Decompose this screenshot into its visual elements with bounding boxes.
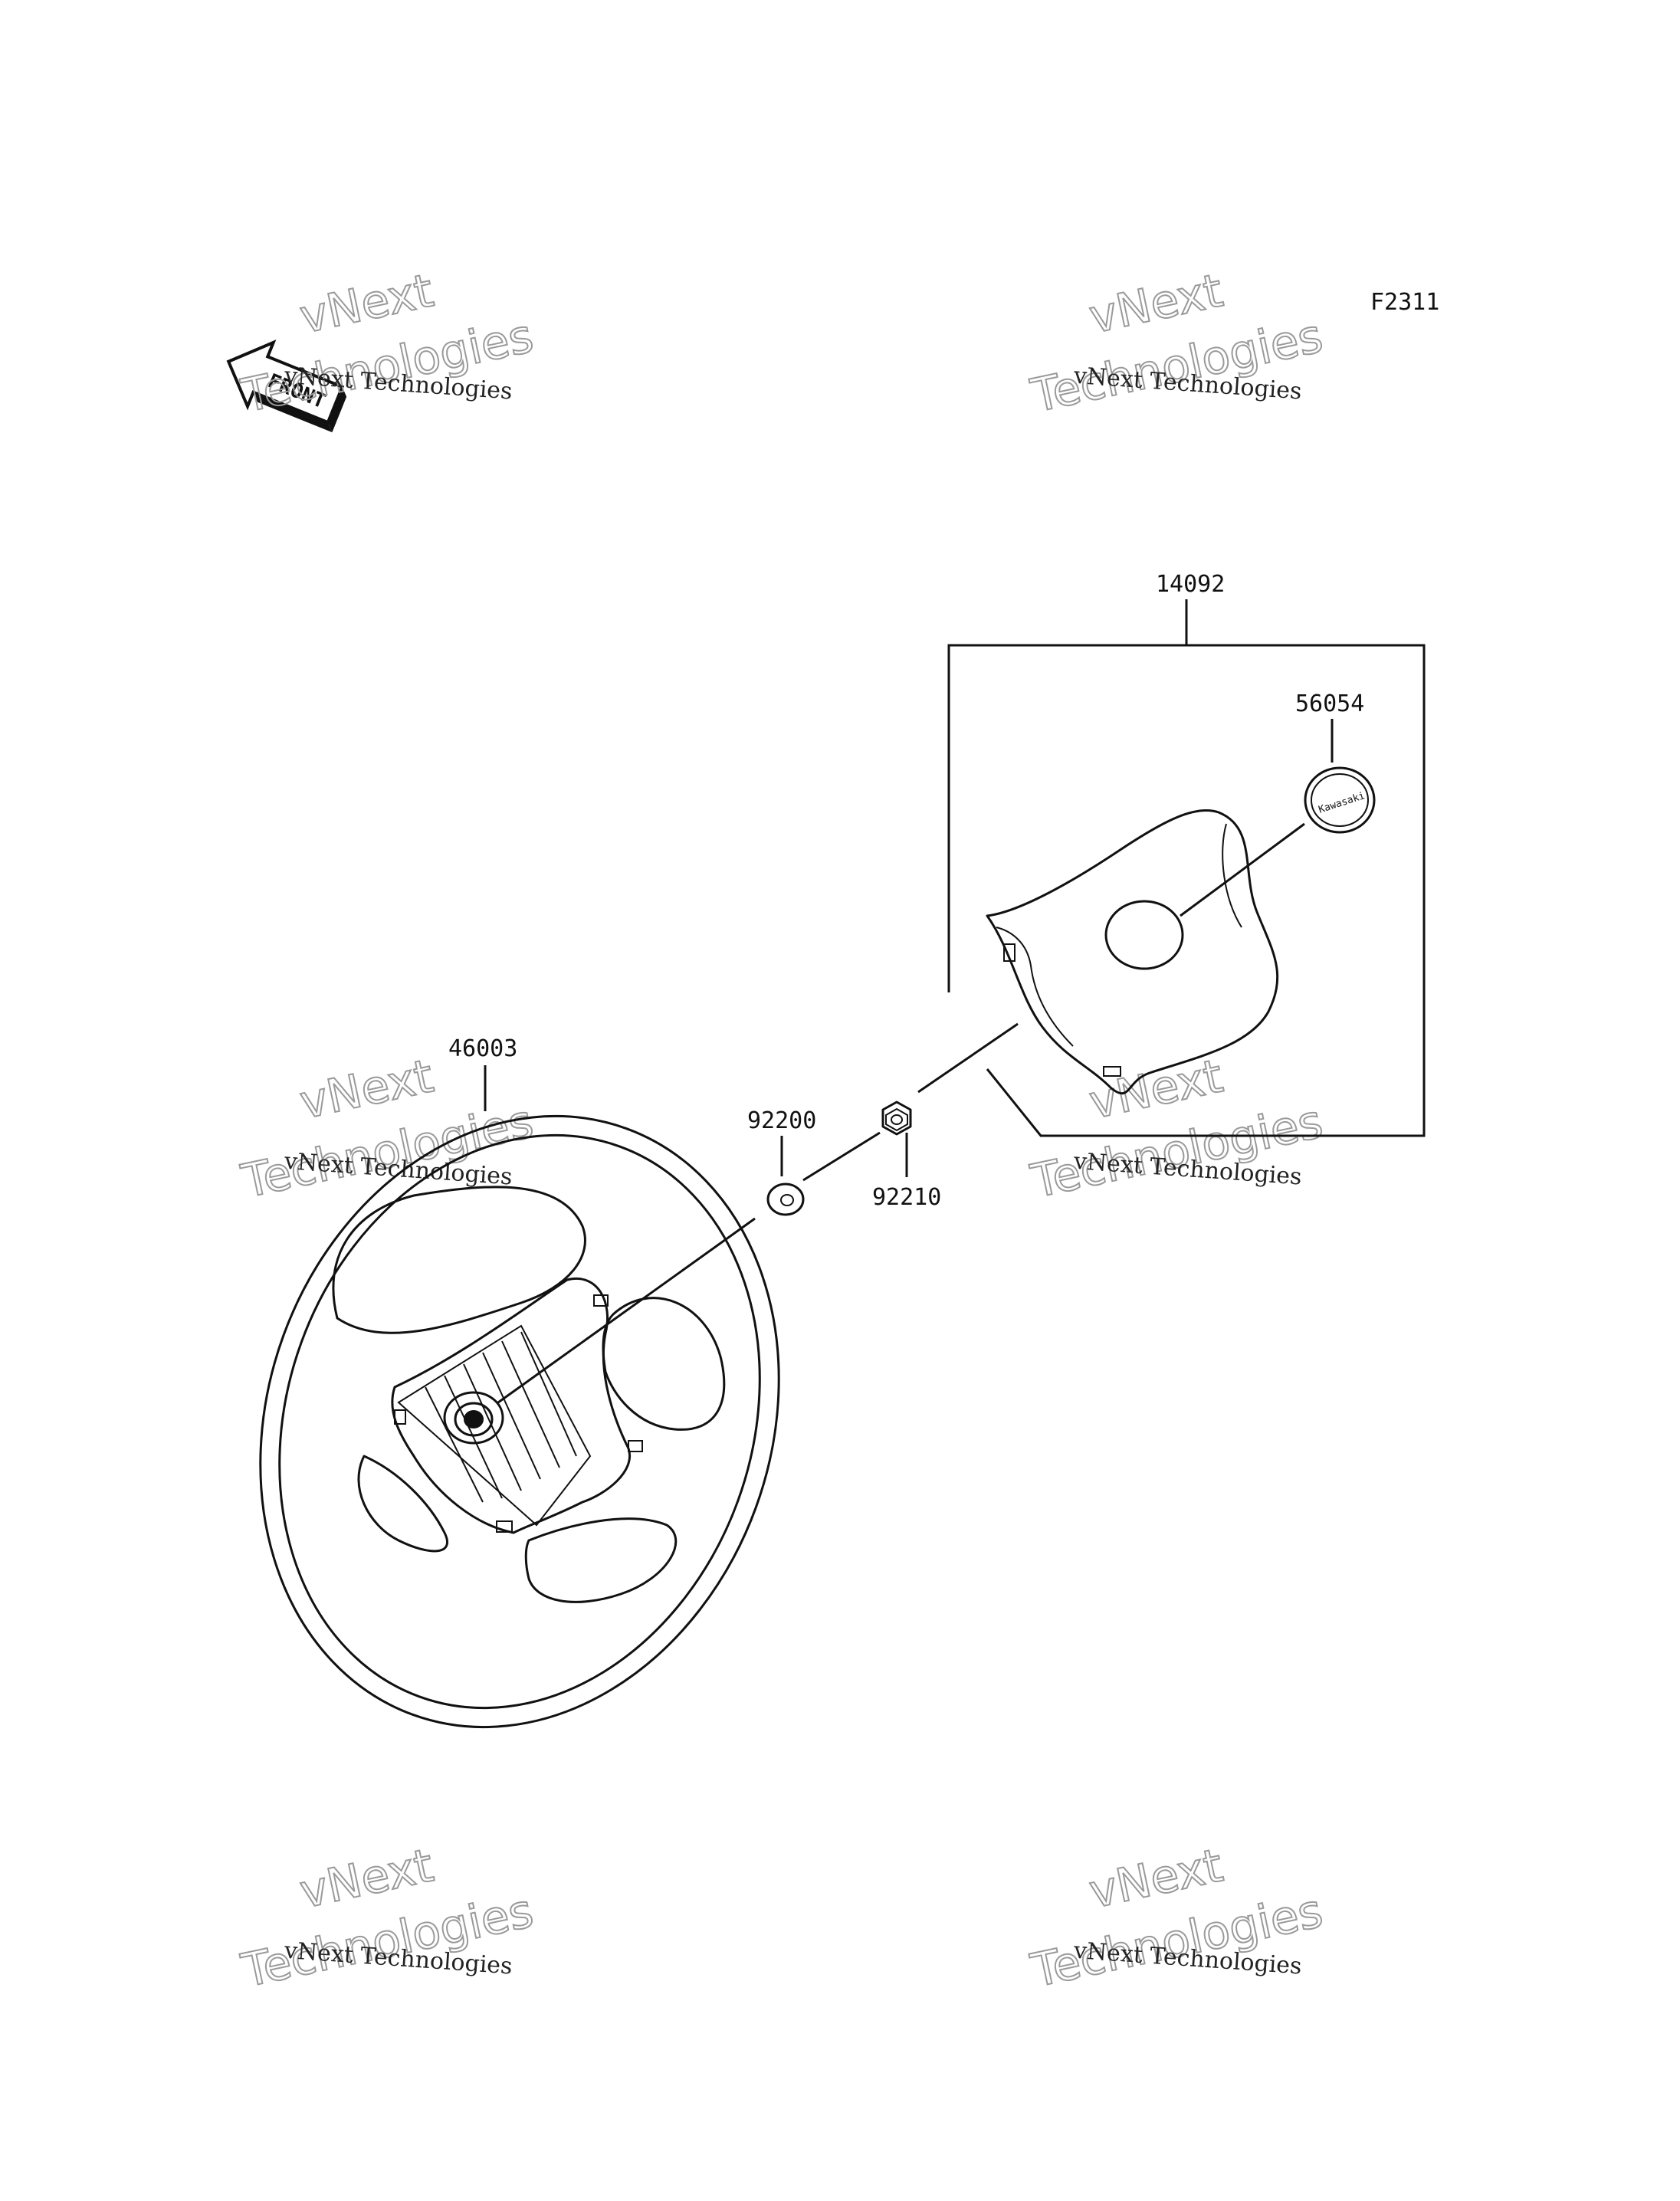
assembly-bracket: [947, 599, 1426, 1137]
watermark: vNext Technologies vNext Technologies: [236, 263, 539, 424]
emblem-icon: Kawasaki: [1304, 766, 1376, 834]
watermark: vNext Technologies vNext Technologies: [1025, 1048, 1328, 1209]
watermark: vNext Technologies vNext Technologies: [236, 1048, 539, 1209]
watermark: vNext Technologies vNext Technologies: [236, 1838, 539, 1999]
horn-pad-icon: [986, 809, 1279, 1095]
svg-text:Kawasaki: Kawasaki: [1317, 790, 1367, 816]
part-label-14092: 14092: [1156, 571, 1225, 598]
part-label-56054: 56054: [1295, 690, 1364, 717]
front-arrow-icon: FRONT: [226, 339, 347, 433]
washer-icon: [766, 1183, 805, 1216]
watermark: vNext Technologies vNext Technologies: [1025, 1838, 1328, 1999]
part-label-92200: 92200: [747, 1107, 816, 1134]
figure-code: F2311: [1370, 289, 1439, 316]
part-label-46003: 46003: [448, 1035, 517, 1062]
steering-wheel-icon: [259, 1114, 780, 1729]
part-label-92210: 92210: [872, 1184, 941, 1211]
nut-icon: [881, 1100, 912, 1136]
watermark: vNext Technologies vNext Technologies: [1025, 263, 1328, 424]
